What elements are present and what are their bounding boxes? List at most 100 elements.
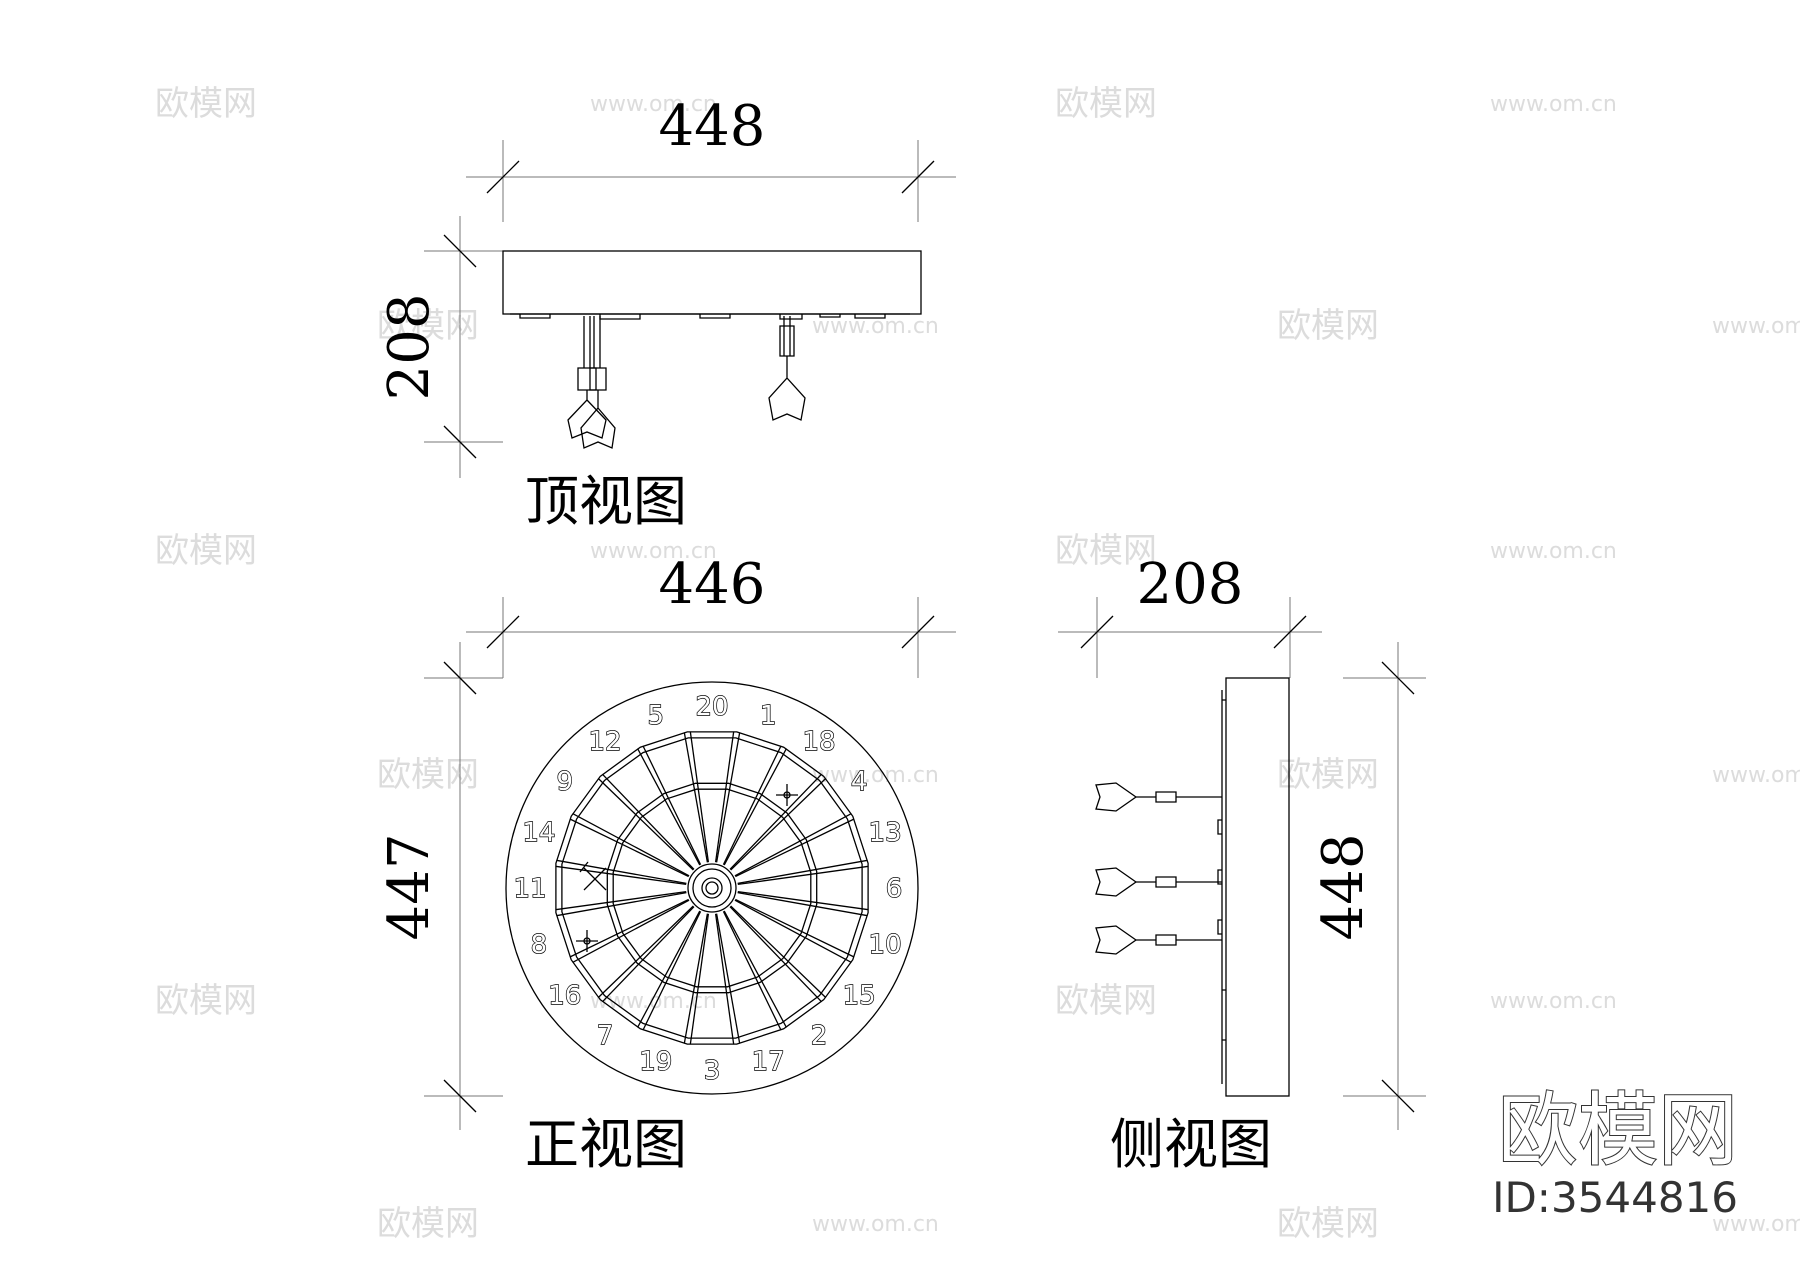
dart-icon xyxy=(579,861,607,891)
top-view: 448 208 顶视图 xyxy=(377,94,956,533)
dart-icon xyxy=(1095,782,1222,812)
sector-number: 15 xyxy=(843,981,876,1011)
tick-mark xyxy=(1080,615,1114,649)
segment-divider xyxy=(715,732,741,863)
segment-divider xyxy=(642,745,702,865)
watermark-layer: 欧模网 www.om.cn 欧模网 www.om.cn 欧模网 www.om.cn 欧模网 w… xyxy=(155,84,1800,1244)
sector-number: 10 xyxy=(869,930,902,960)
segment-divider xyxy=(737,865,869,886)
side-view-label: 侧视图 xyxy=(1110,1113,1272,1176)
sector-number: 8 xyxy=(531,930,548,960)
segment-divider xyxy=(637,910,701,1028)
segment-divider xyxy=(601,773,695,870)
side-height-dimension: 448 xyxy=(1311,834,1376,941)
sector-number: 17 xyxy=(752,1047,785,1077)
segment-divider xyxy=(569,898,689,958)
tick-mark xyxy=(901,615,935,649)
front-height-dimension: 447 xyxy=(377,834,442,941)
segment-divider xyxy=(714,913,735,1045)
brand-watermark: 欧模网 ID:3544816 xyxy=(1492,1083,1739,1222)
segment-divider xyxy=(689,731,710,863)
watermark-url: www.om.cn xyxy=(812,1212,939,1237)
sector-number: 16 xyxy=(548,981,581,1011)
segment-divider xyxy=(601,906,695,1003)
segment-divider xyxy=(683,732,709,863)
tick-mark xyxy=(486,160,520,194)
watermark-text: 欧模网 xyxy=(155,531,257,571)
sector-number: 7 xyxy=(597,1021,614,1051)
front-width-dimension: 446 xyxy=(659,552,766,617)
segment-divider xyxy=(734,899,852,963)
segment-divider xyxy=(555,865,687,886)
segment-divider xyxy=(572,899,690,963)
dart-icon xyxy=(576,930,598,952)
segment-divider xyxy=(642,911,702,1031)
watermark-url: www.om.cn xyxy=(1712,763,1800,788)
segment-divider xyxy=(637,748,701,866)
dart-icon xyxy=(1095,925,1222,955)
watermark-url: www.om.cn xyxy=(590,539,717,564)
dart-icon xyxy=(580,316,616,449)
sector-number: 9 xyxy=(557,767,574,797)
segment-divider xyxy=(737,890,869,911)
watermark-url: www.om.cn xyxy=(1712,314,1800,339)
segment-divider xyxy=(572,813,690,877)
watermark-text: 欧模网 xyxy=(1277,1204,1379,1244)
tick-mark xyxy=(443,1079,477,1113)
segment-divider xyxy=(722,911,782,1031)
tick-mark xyxy=(486,615,520,649)
sector-number: 20 xyxy=(695,692,728,722)
sector-number: 5 xyxy=(648,701,665,731)
segment-divider xyxy=(597,777,694,871)
dart-icon xyxy=(776,784,798,806)
front-view-label: 正视图 xyxy=(525,1113,687,1176)
segment-divider xyxy=(730,905,827,999)
top-width-dimension: 448 xyxy=(659,94,766,159)
bullseye-inner xyxy=(705,881,719,895)
watermark-text: 欧模网 xyxy=(1277,306,1379,346)
watermark-text: 欧模网 xyxy=(1055,981,1157,1021)
watermark-url: www.om.cn xyxy=(590,92,717,117)
segment-ring xyxy=(555,731,869,1045)
segment-divider xyxy=(735,818,855,878)
dart-icon xyxy=(768,316,806,421)
tick-mark xyxy=(1273,615,1307,649)
dart-icon xyxy=(1095,867,1222,897)
segment-divider xyxy=(735,898,855,958)
segment-divider xyxy=(715,913,741,1044)
segment-ring xyxy=(561,737,863,1039)
brand-logo-text: 欧模网 xyxy=(1498,1084,1738,1177)
segment-divider xyxy=(556,891,687,917)
tick-mark xyxy=(443,234,477,268)
bull-outer xyxy=(687,863,737,913)
segment-divider xyxy=(723,910,787,1028)
segment-divider xyxy=(556,859,687,885)
watermark-url: www.om.cn xyxy=(812,763,939,788)
tick-mark xyxy=(1381,661,1415,695)
sector-number: 3 xyxy=(704,1056,721,1086)
sector-number: 12 xyxy=(588,727,621,757)
watermark-url: www.om.cn xyxy=(1490,92,1617,117)
watermark-text: 欧模网 xyxy=(1055,84,1157,124)
segment-divider xyxy=(729,906,823,1003)
tick-mark xyxy=(901,160,935,194)
sector-number: 4 xyxy=(851,767,868,797)
watermark-text: 欧模网 xyxy=(1055,531,1157,571)
sector-number: 1 xyxy=(760,701,777,731)
tick-mark xyxy=(443,661,477,695)
watermark-url: www.om.cn xyxy=(1490,989,1617,1014)
top-view-label: 顶视图 xyxy=(525,470,687,533)
segment-divider xyxy=(569,818,689,878)
board-side-outline xyxy=(1225,677,1290,1097)
tick-mark xyxy=(443,425,477,459)
dartboard-segments xyxy=(555,731,869,1045)
sector-number: 18 xyxy=(802,727,835,757)
board-top-outline xyxy=(502,250,922,315)
segment-ring xyxy=(606,782,818,994)
segment-divider xyxy=(723,748,787,866)
board-outer-ring xyxy=(505,681,919,1095)
watermark-text: 欧模网 xyxy=(155,981,257,1021)
